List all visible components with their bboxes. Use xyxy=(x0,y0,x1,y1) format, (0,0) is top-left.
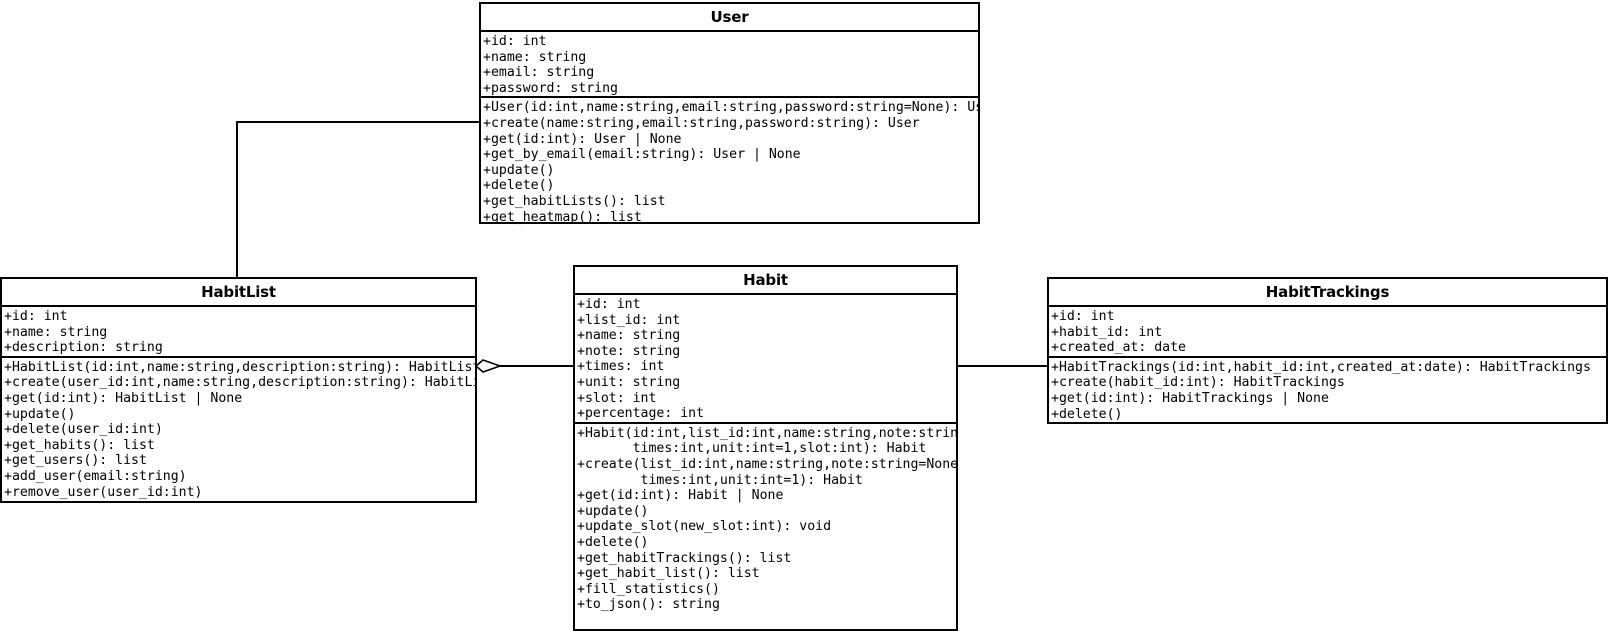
operation-row: +delete() xyxy=(1051,406,1123,422)
operation-row: +get_habit_list(): list xyxy=(577,566,760,582)
operation-row: +add_user(email:string) xyxy=(4,468,187,484)
operation-row: +get_heatmap(): list xyxy=(483,209,642,225)
class-attributes-habittrackings: +id: int +habit_id: int +created_at: dat… xyxy=(1049,307,1606,358)
operation-row: +get(id:int): HabitTrackings | None xyxy=(1051,390,1329,406)
attribute-row: +email: string xyxy=(483,65,595,81)
attribute-row: +name: string xyxy=(483,49,587,65)
operation-row: +get_habitTrackings(): list xyxy=(577,550,792,566)
class-operations-habittrackings: +HabitTrackings(id:int,habit_id:int,crea… xyxy=(1049,358,1606,422)
connector-user-habitlist-vertical xyxy=(236,121,238,279)
connector-habitlist-habit xyxy=(476,365,576,367)
attribute-row: +id: int xyxy=(483,34,547,49)
attribute-row: +created_at: date xyxy=(1051,340,1186,356)
class-operations-habit: +Habit(id:int,list_id:int,name:string,no… xyxy=(575,424,956,613)
operation-row: +get_habitLists(): list xyxy=(483,193,666,209)
operation-row: +delete() xyxy=(483,178,555,194)
operation-row: +get_by_email(email:string): User | None xyxy=(483,147,801,163)
connector-user-habitlist-horizontal xyxy=(236,121,482,123)
attribute-row: +name: string xyxy=(577,328,681,344)
uml-class-user[interactable]: User +id: int +name: string +email: stri… xyxy=(479,2,980,225)
attribute-row: +id: int xyxy=(1051,309,1115,324)
operation-row: +update() xyxy=(483,162,555,178)
operation-row: +get_habits(): list xyxy=(4,437,155,453)
aggregation-diamond-icon xyxy=(475,359,501,373)
operation-row: +get(id:int): User | None xyxy=(483,131,682,147)
operation-row: +create(user_id:int,name:string,descript… xyxy=(4,375,475,391)
class-attributes-user: +id: int +name: string +email: string +p… xyxy=(481,32,978,99)
operation-row: +User(id:int,name:string,email:string,pa… xyxy=(483,100,978,116)
operation-row: +get_users(): list xyxy=(4,453,147,469)
operation-row: +get(id:int): HabitList | None xyxy=(4,390,243,406)
attribute-row: +password: string xyxy=(483,80,618,96)
operation-row: +fill_statistics() xyxy=(577,581,720,597)
class-title-habitlist: HabitList xyxy=(2,279,475,307)
operation-row: +HabitList(id:int,name:string,descriptio… xyxy=(4,359,475,375)
attribute-row: +list_id: int xyxy=(577,312,681,328)
uml-class-habit[interactable]: Habit +id: int +list_id: int +name: stri… xyxy=(573,265,958,631)
class-operations-user: +User(id:int,name:string,email:string,pa… xyxy=(481,98,978,225)
uml-class-habitlist[interactable]: HabitList +id: int +name: string +descri… xyxy=(0,277,477,503)
attribute-row: +description: string xyxy=(4,340,163,356)
operation-row: +Habit(id:int,list_id:int,name:string,no… xyxy=(577,425,956,441)
operation-row: times:int,unit:int=1): Habit xyxy=(577,472,863,488)
attribute-row: +id: int xyxy=(4,309,68,324)
operation-row: +delete() xyxy=(577,534,649,550)
attribute-row: +id: int xyxy=(577,297,641,312)
attribute-row: +times: int xyxy=(577,359,665,375)
attribute-row: +percentage: int xyxy=(577,406,705,422)
class-operations-habitlist: +HabitList(id:int,name:string,descriptio… xyxy=(2,358,475,500)
operation-row: times:int,unit:int=1,slot:int): Habit xyxy=(577,441,927,457)
operation-row: +create(name:string,email:string,passwor… xyxy=(483,115,920,131)
attribute-row: +unit: string xyxy=(577,374,681,390)
operation-row: +remove_user(user_id:int) xyxy=(4,484,203,500)
uml-class-habittrackings[interactable]: HabitTrackings +id: int +habit_id: int +… xyxy=(1047,277,1608,424)
operation-row: +update() xyxy=(4,406,76,422)
operation-row: +update_slot(new_slot:int): void xyxy=(577,519,832,535)
operation-row: +create(list_id:int,name:string,note:str… xyxy=(577,456,956,472)
attribute-row: +slot: int xyxy=(577,390,657,406)
class-title-habit: Habit xyxy=(575,267,956,295)
operation-row: +get(id:int): Habit | None xyxy=(577,488,784,504)
operation-row: +HabitTrackings(id:int,habit_id:int,crea… xyxy=(1051,359,1591,375)
class-attributes-habitlist: +id: int +name: string +description: str… xyxy=(2,307,475,358)
operation-row: +delete(user_id:int) xyxy=(4,422,163,438)
class-title-user: User xyxy=(481,4,978,32)
operation-row: +to_json(): string xyxy=(577,597,720,613)
operation-row: +update() xyxy=(577,503,649,519)
attribute-row: +name: string xyxy=(4,324,108,340)
class-attributes-habit: +id: int +list_id: int +name: string +no… xyxy=(575,295,956,424)
attribute-row: +note: string xyxy=(577,343,681,359)
class-title-habittrackings: HabitTrackings xyxy=(1049,279,1606,307)
attribute-row: +habit_id: int xyxy=(1051,324,1163,340)
operation-row: +create(habit_id:int): HabitTrackings xyxy=(1051,375,1345,391)
connector-habit-habittrackings xyxy=(957,365,1049,367)
